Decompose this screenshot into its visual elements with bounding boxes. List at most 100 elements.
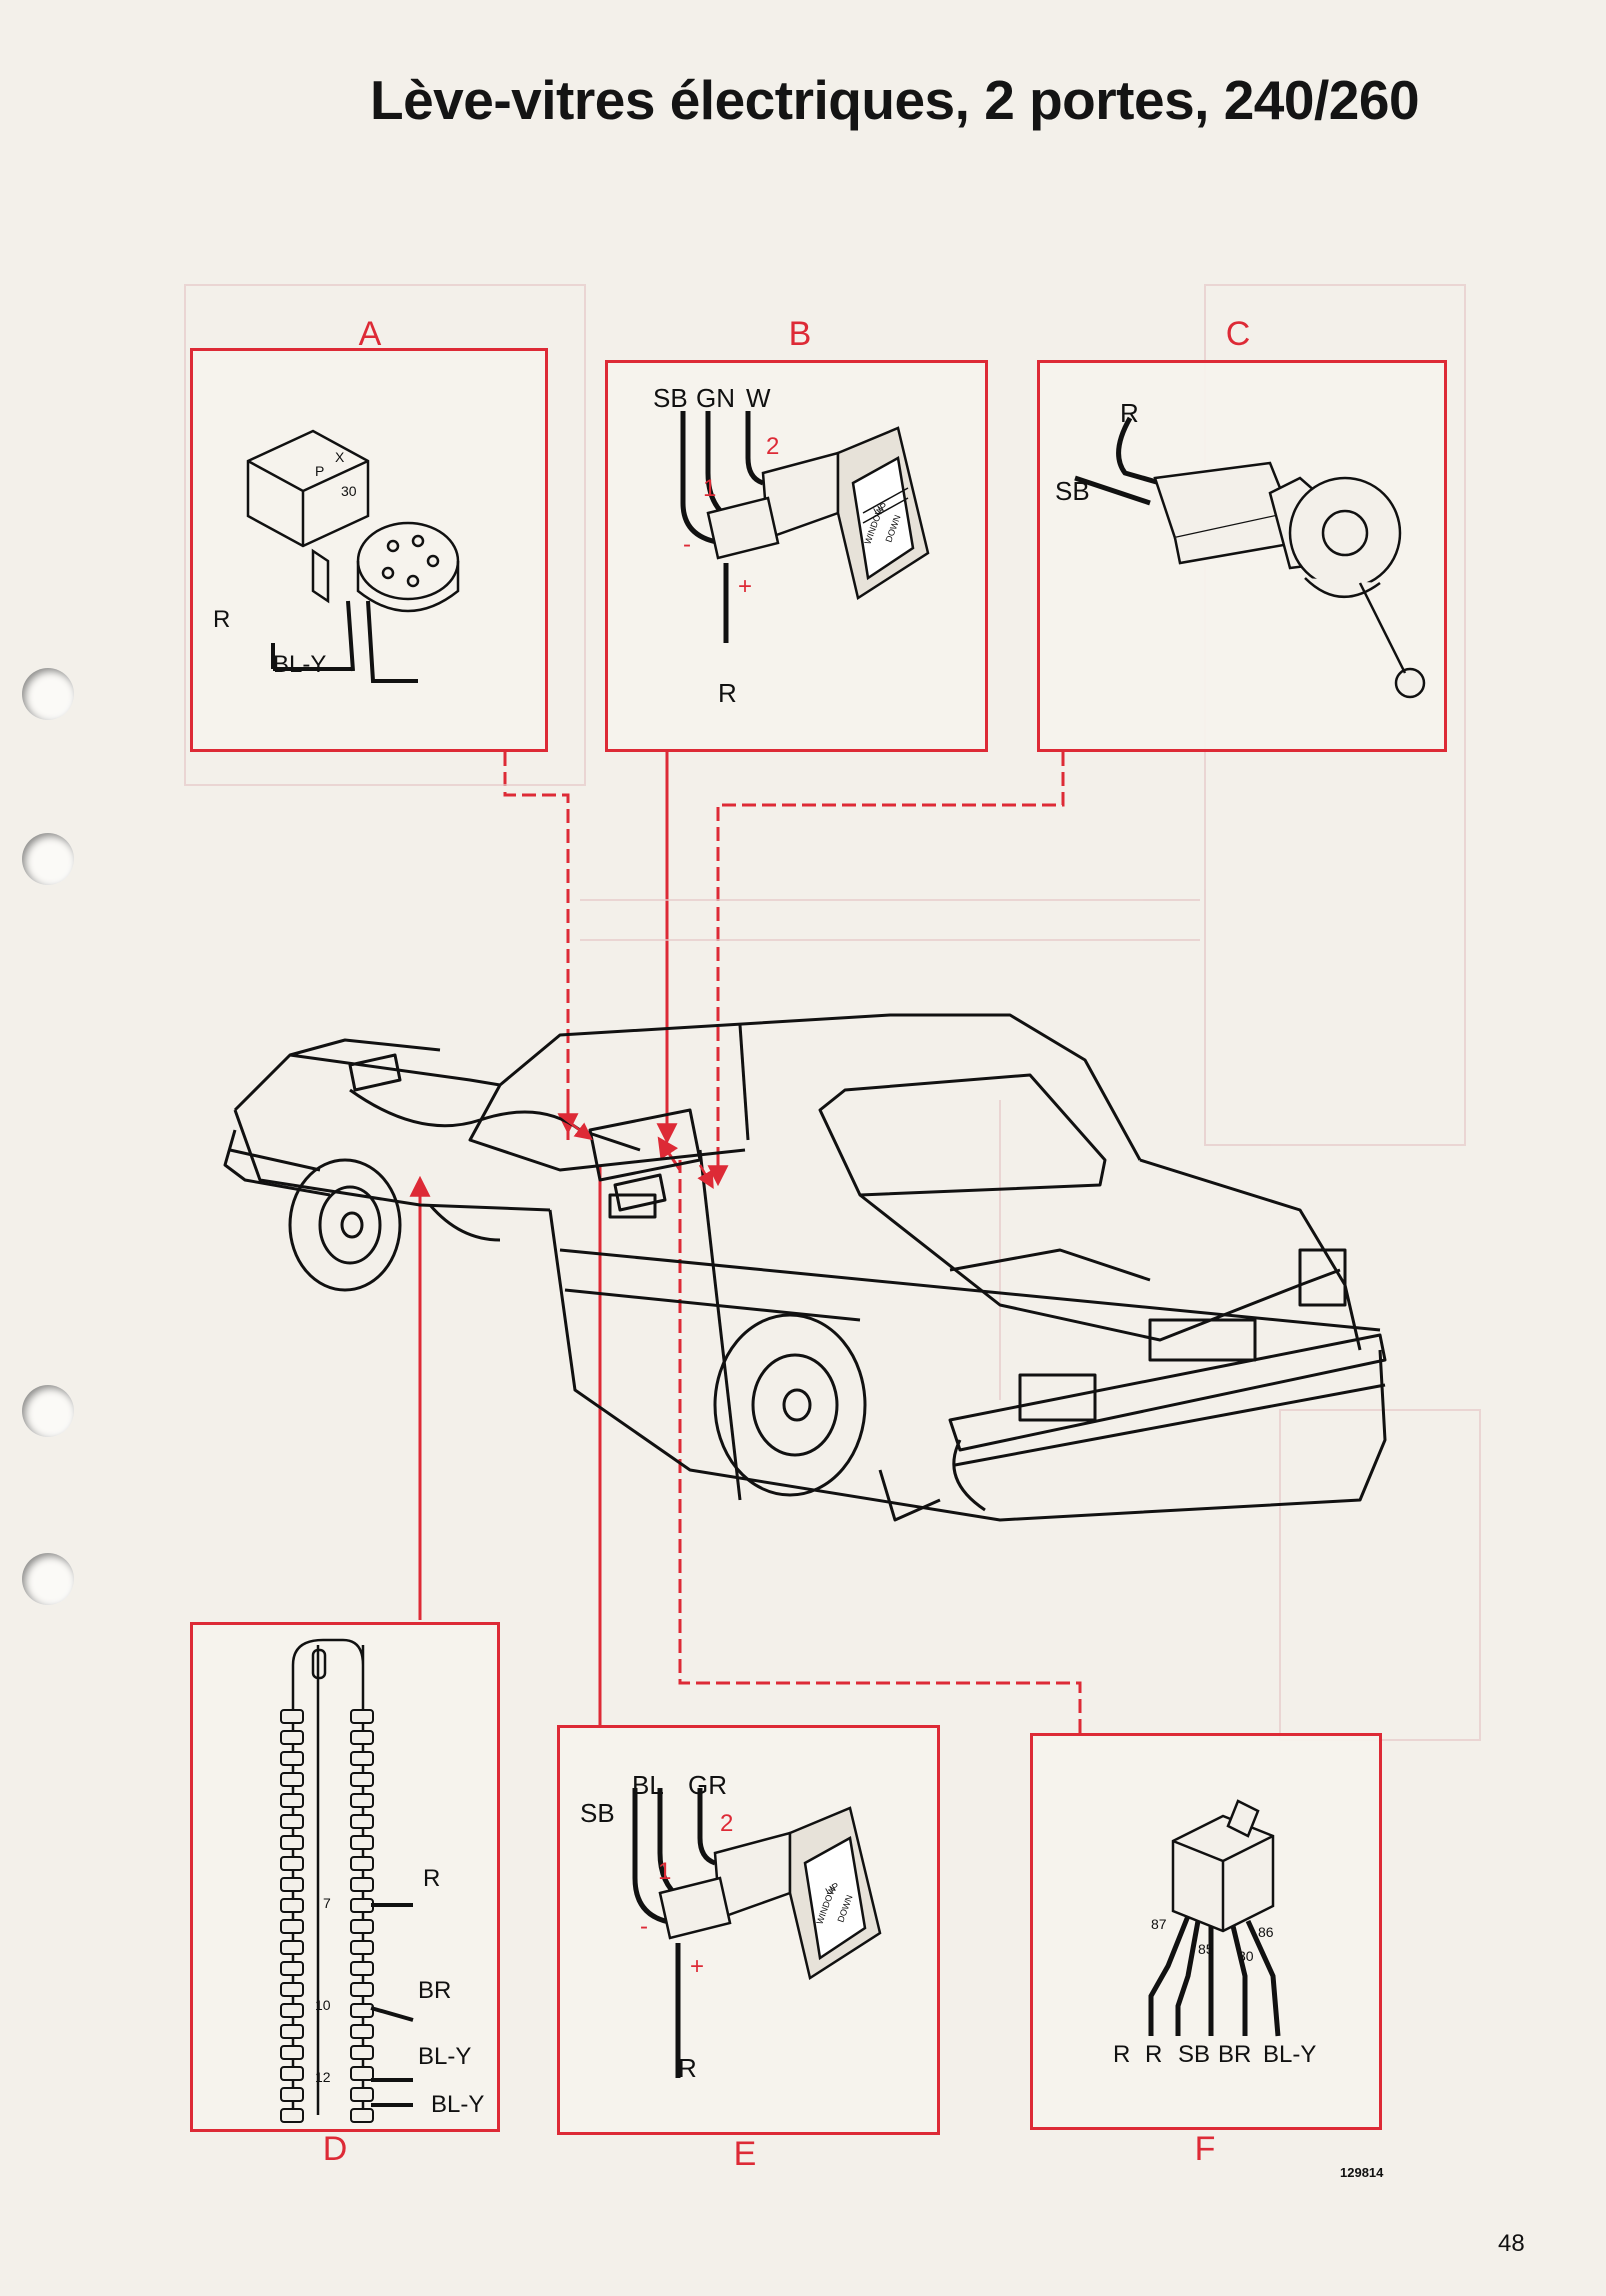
- window-switch-e-drawing: UP WINDOW DOWN: [632, 1788, 882, 2078]
- connector-terminal: [350, 2087, 374, 2102]
- pin-86: 86: [1258, 1924, 1274, 1940]
- connector-terminal: [280, 2087, 304, 2102]
- reference-number: 129814: [1340, 2165, 1384, 2180]
- connector-terminal: [280, 1793, 304, 1808]
- connector-terminal: [280, 2108, 304, 2123]
- connector-terminal: [280, 2066, 304, 2081]
- wire-label-r: R: [1120, 398, 1139, 428]
- connector-terminal: [280, 1877, 304, 1892]
- panel-f-label: F: [1194, 2130, 1216, 2168]
- connector-terminal: [350, 2024, 374, 2039]
- fuse-connector-strip-drawing: [280, 1638, 414, 2123]
- wire-label-r-2: R: [1145, 2041, 1163, 2068]
- connector-c: [716, 752, 1065, 1180]
- relay-drawing: [1148, 1799, 1281, 2037]
- pin-7: 7: [323, 1895, 331, 1911]
- wire-label-bl-y: BL-Y: [418, 2043, 472, 2070]
- terminal-2: 2: [720, 1810, 734, 1837]
- pin-10: 10: [315, 1997, 331, 2013]
- connector-terminal: [350, 1814, 374, 1829]
- connector-terminal: [280, 1856, 304, 1871]
- wire-label-gn: GN: [696, 383, 735, 413]
- window-switch-b-drawing: UP WINDOW DOWN: [680, 411, 930, 643]
- wire-label-w: W: [746, 383, 771, 413]
- wire-label-sb: SB: [1178, 2041, 1211, 2068]
- wire-label-bl-y: BL-Y: [273, 651, 327, 678]
- connector-f: [678, 1160, 1082, 1733]
- panel-e-label: E: [733, 2135, 757, 2173]
- connector-terminal: [280, 1835, 304, 1850]
- wire-label-sb: SB: [580, 1798, 615, 1828]
- connector-terminal: [280, 1982, 304, 1997]
- page-number: 48: [1498, 2230, 1525, 2257]
- wire-label-bl: BL: [632, 1770, 664, 1800]
- connector-terminal: [350, 2045, 374, 2060]
- connector-terminal: [350, 1772, 374, 1787]
- connector-terminal: [350, 1919, 374, 1934]
- wire-label-br: BR: [1218, 2041, 1252, 2068]
- wire-label-r: R: [718, 678, 737, 708]
- panel-d-label: D: [322, 2130, 348, 2168]
- wire-label-r: R: [423, 1865, 441, 1892]
- terminal-plus: +: [738, 573, 753, 600]
- terminal-1: 1: [658, 1858, 672, 1885]
- wire-label-gr: GR: [688, 1770, 727, 1800]
- wire-label-sb: SB: [1055, 476, 1090, 506]
- panel-b-label: B: [788, 315, 812, 353]
- panel-f: 87 85 86 30 R R SB BR BL-Y: [1030, 1733, 1382, 2130]
- connector-terminal: [350, 1856, 374, 1871]
- panel-d: 7 10 12 R BR BL-Y BL-Y: [190, 1622, 500, 2132]
- punch-hole: [22, 1553, 74, 1605]
- connector-terminal: [350, 1793, 374, 1808]
- wire-label-br: BR: [418, 1977, 452, 2004]
- terminal-1: 1: [703, 475, 717, 502]
- connector-terminal: [350, 1751, 374, 1766]
- connector-terminal: [280, 1772, 304, 1787]
- connector-terminal: [280, 1940, 304, 1955]
- connector-terminal: [280, 1919, 304, 1934]
- panel-c-label: C: [1225, 315, 1251, 353]
- wire-label-bl-y: BL-Y: [1263, 2041, 1317, 2068]
- connector-terminal: [280, 1961, 304, 1976]
- panel-a-label: A: [358, 315, 382, 353]
- connector-terminal: [350, 1898, 374, 1913]
- pin-85: 85: [1198, 1941, 1214, 1957]
- connector-terminal: [350, 1940, 374, 1955]
- connector-terminal: [350, 1709, 374, 1724]
- connector-terminal: [280, 2024, 304, 2039]
- connector-terminal: [280, 1751, 304, 1766]
- connector-terminal: [350, 1835, 374, 1850]
- connector-terminal: [280, 1709, 304, 1724]
- ignition-switch-drawing: [246, 429, 460, 683]
- wire-label-r: R: [213, 606, 231, 633]
- punch-hole: [22, 833, 74, 885]
- wire-label-r: R: [1113, 2041, 1131, 2068]
- connector-a: [503, 752, 570, 1140]
- connector-terminal: [350, 2108, 374, 2123]
- connector-terminal: [280, 2003, 304, 2018]
- window-motor-drawing: [1074, 416, 1426, 699]
- connector-terminal: [280, 1898, 304, 1913]
- terminal-plus: +: [690, 1953, 705, 1980]
- connector-terminal: [280, 2045, 304, 2060]
- car-body: [223, 1013, 1387, 1522]
- connector-terminal: [280, 1730, 304, 1745]
- terminal-minus: -: [683, 531, 691, 558]
- connector-terminal: [350, 1877, 374, 1892]
- wire-label-r: R: [678, 2053, 697, 2083]
- pin-30: 30: [1238, 1948, 1254, 1964]
- pin-12: 12: [315, 2069, 331, 2085]
- page-title: Lève-vitres électriques, 2 portes, 240/2…: [370, 69, 1420, 131]
- wire-label-sb: SB: [653, 383, 688, 413]
- terminal-2: 2: [766, 433, 780, 460]
- wire-label-bl-y-2: BL-Y: [431, 2091, 485, 2118]
- connector-terminal: [350, 1982, 374, 1997]
- punch-hole: [22, 668, 74, 720]
- connector-terminal: [350, 2066, 374, 2081]
- connector-terminal: [280, 1814, 304, 1829]
- terminal-minus: -: [640, 1913, 648, 1940]
- connector-terminal: [350, 1961, 374, 1976]
- panel-c: R SB: [1037, 360, 1447, 752]
- panel-e: UP WINDOW DOWN SB BL GR R 1 2 - +: [557, 1725, 940, 2135]
